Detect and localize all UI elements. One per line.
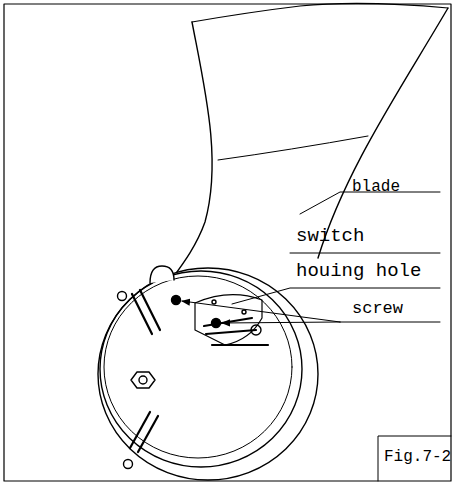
hole-leader <box>232 288 440 304</box>
hole-dot <box>212 300 216 304</box>
vent-slots <box>130 290 268 452</box>
screw-leader <box>182 301 340 322</box>
blade-left-edge <box>166 22 212 287</box>
switch-housing-hole <box>195 295 262 345</box>
screw-boss <box>118 292 127 301</box>
part-label: blade <box>352 176 400 198</box>
figure-number: Fig.7-2 <box>384 446 451 468</box>
screw-head <box>172 296 181 305</box>
center-bolt <box>139 376 147 384</box>
fig-label-box <box>378 436 451 481</box>
housing-knob <box>150 266 174 283</box>
screw-underline <box>340 322 440 323</box>
blade-right-edge <box>318 8 448 258</box>
screw-boss <box>124 460 133 469</box>
screw-boss <box>251 325 261 335</box>
center-nut <box>131 372 155 388</box>
figure-frame <box>4 4 451 481</box>
housing-rim <box>100 271 302 467</box>
blade-break-line <box>192 3 448 22</box>
switch-underline <box>290 253 440 254</box>
part-label: switch houing hole <box>296 219 436 289</box>
part-label: screw <box>352 298 403 320</box>
hole-dot <box>242 310 246 314</box>
screw-leader <box>222 322 340 323</box>
blade-bend-line <box>218 136 368 160</box>
housing-outer <box>98 268 318 480</box>
